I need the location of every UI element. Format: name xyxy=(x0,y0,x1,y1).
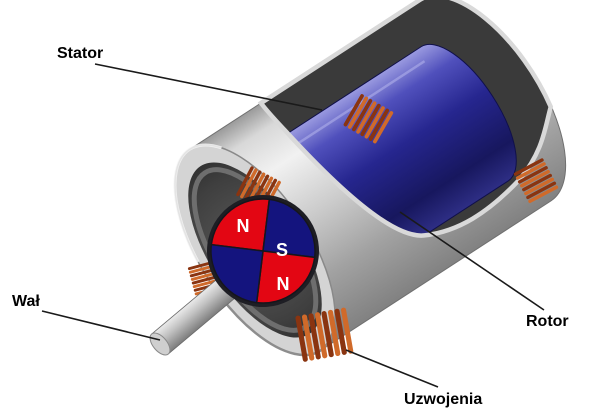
leader-line-shaft xyxy=(41,310,161,341)
pole-label-s: S xyxy=(276,240,288,260)
label-stator: Stator xyxy=(57,45,103,62)
pole-wedge-south-right xyxy=(262,198,316,259)
rim-highlight xyxy=(173,143,222,263)
pole-label-n-bottom: N xyxy=(277,274,290,294)
leader-line-stator xyxy=(94,63,323,111)
pole-assembly: N S N xyxy=(207,195,319,307)
label-shaft: Wał xyxy=(12,293,40,310)
label-rotor: Rotor xyxy=(526,313,569,330)
leader-line-windings xyxy=(345,349,439,388)
pole-wedge-blue-left xyxy=(210,243,264,304)
pole-disc xyxy=(207,195,319,307)
label-windings: Uzwojenia xyxy=(404,391,482,408)
leader-line-rotor xyxy=(399,211,545,311)
cutaway-edge-highlight xyxy=(257,0,554,238)
pole-wedge-north-top xyxy=(210,198,271,252)
pole-wedge-north-bottom xyxy=(255,250,316,304)
pole-label-n-top: N xyxy=(237,216,250,236)
